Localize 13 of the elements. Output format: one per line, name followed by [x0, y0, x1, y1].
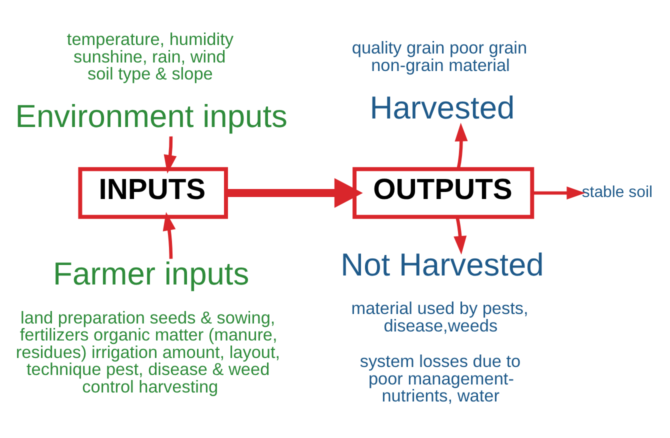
node-text: Farmer inputs land preparation seeds & sowing, fertilizers organic matter (manure, residues) irrigation amount, layout, technique pest, disease & weed control harvesting	[16, 255, 280, 396]
arrow	[454, 122, 468, 169]
node-box: OUTPUTS	[352, 166, 534, 218]
arrow	[454, 216, 467, 254]
node-text: quality grain poor grain non-grain material Harvested	[352, 37, 528, 125]
arrow	[532, 186, 586, 199]
arrow	[162, 211, 176, 258]
arrow	[164, 136, 177, 174]
node-text: temperature, humidity sunshine, rain, wind soil type & slope Environment inputs	[15, 28, 288, 134]
arrow	[226, 178, 363, 208]
node-text: Not Harvested material used by pests, disease,weeds system losses due to poor management- nutrients, water	[340, 246, 544, 406]
node-text: stable soil	[582, 184, 653, 201]
node-box: INPUTS	[78, 166, 228, 218]
